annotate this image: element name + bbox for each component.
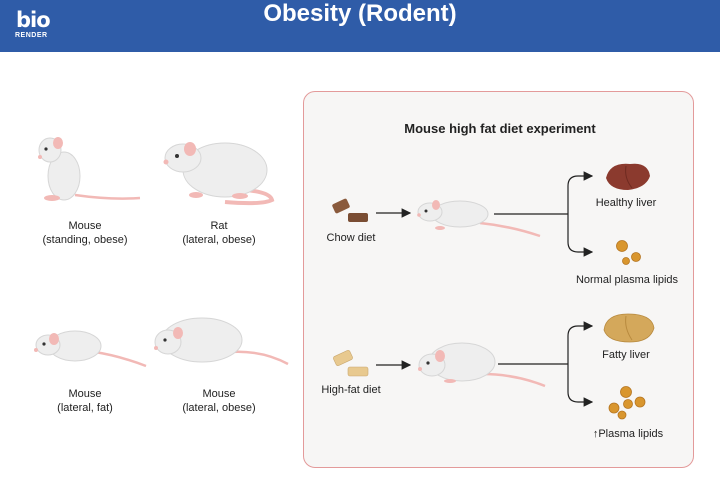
- mouse-chow-icon: [417, 200, 541, 238]
- page-title: Obesity (Rodent): [263, 0, 457, 27]
- caption-detail: (standing, obese): [42, 234, 128, 246]
- hfd-pellets-icon: [333, 350, 369, 377]
- caption-name: Mouse: [68, 388, 102, 400]
- normal-lipids-icon: [616, 240, 641, 265]
- mouse-standing-obese-icon: [38, 137, 141, 201]
- label-normal-plasma-lipids: Normal plasma lipids: [575, 274, 679, 286]
- caption-mouse-fat: Mouse (lateral, fat): [30, 387, 140, 415]
- caption-detail: (lateral, obese): [182, 402, 256, 414]
- caption-name: Rat: [210, 220, 228, 232]
- caption-mouse-standing: Mouse (standing, obese): [30, 219, 140, 247]
- caption-detail: (lateral, obese): [182, 234, 256, 246]
- label-healthy-liver: Healthy liver: [595, 197, 657, 209]
- fatty-liver-icon: [603, 313, 655, 343]
- experiment-title: Mouse high fat diet experiment: [404, 121, 596, 136]
- caption-mouse-obese: Mouse (lateral, obese): [164, 387, 274, 415]
- caption-name: Mouse: [68, 220, 102, 232]
- healthy-liver-icon: [606, 163, 650, 190]
- label-chow-diet: Chow diet: [326, 232, 376, 244]
- label-elevated-plasma-lipids: ↑Plasma lipids: [592, 428, 664, 440]
- mouse-lateral-fat-icon: [34, 330, 147, 368]
- label-high-fat-diet: High-fat diet: [321, 384, 381, 396]
- rat-lateral-obese-icon: [163, 142, 275, 206]
- caption-detail: (lateral, fat): [57, 402, 113, 414]
- elevated-lipids-icon: [608, 386, 646, 420]
- mouse-hfd-icon: [418, 342, 546, 388]
- header-bar: bio RENDER Obesity (Rodent): [0, 0, 720, 52]
- logo-wordmark: bio: [16, 8, 51, 32]
- hfd-branch-connector: [498, 321, 594, 407]
- chow-pellets-icon: [332, 198, 368, 222]
- mouse-lateral-obese-icon: [154, 317, 289, 366]
- chow-branch-connector: [494, 171, 594, 257]
- caption-name: Mouse: [202, 388, 236, 400]
- biorender-logo[interactable]: bio RENDER: [14, 8, 54, 44]
- label-fatty-liver: Fatty liver: [602, 349, 650, 361]
- caption-rat-lateral: Rat (lateral, obese): [164, 219, 274, 247]
- logo-subtext: RENDER: [15, 32, 48, 39]
